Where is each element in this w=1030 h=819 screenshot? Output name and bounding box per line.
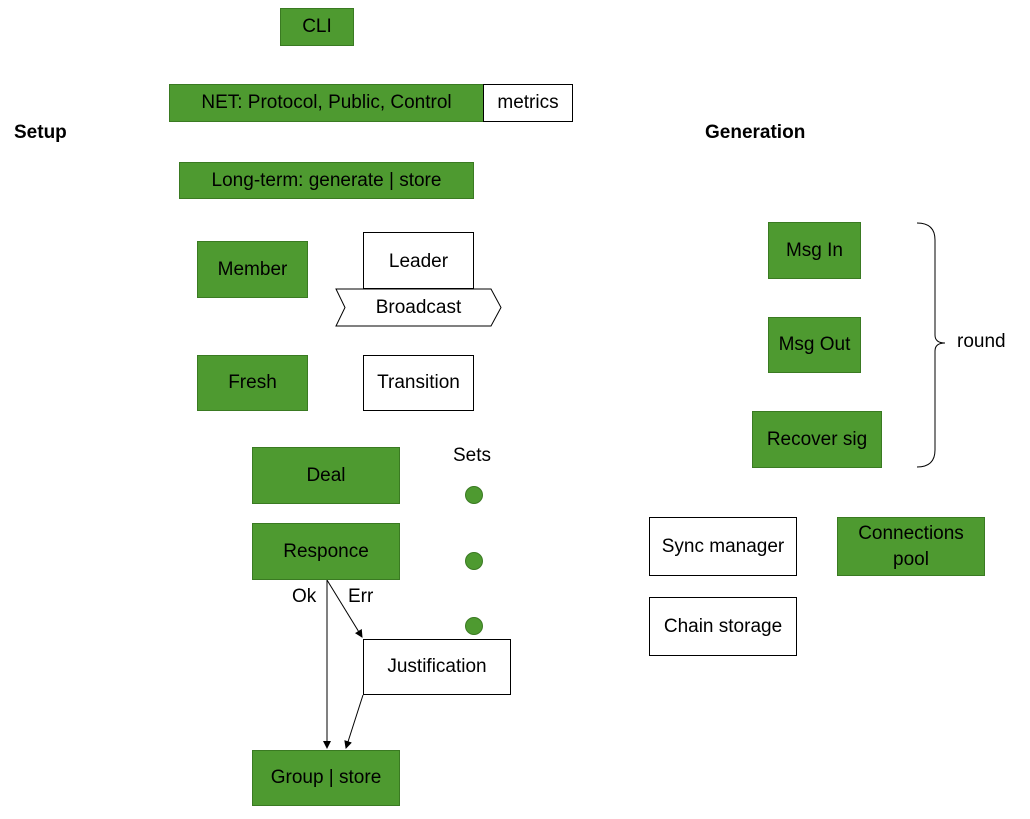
err-arrow: [326, 579, 363, 638]
msg-in-box: Msg In: [768, 222, 861, 279]
set-dot: [465, 552, 483, 570]
round-brace: [916, 222, 946, 468]
transition-box: Transition: [363, 355, 474, 411]
recover-sig-box: Recover sig: [752, 411, 882, 468]
msg-out-box: Msg Out: [768, 317, 861, 373]
cli-box: CLI: [280, 8, 354, 46]
ok-label: Ok: [292, 586, 317, 607]
metrics-box: metrics: [483, 84, 573, 122]
sync-manager-box: Sync manager: [649, 517, 797, 576]
round-label: round: [957, 331, 1006, 352]
justification-arrow: [344, 694, 364, 749]
leader-box: Leader: [363, 232, 474, 289]
set-dot: [465, 486, 483, 504]
err-label: Err: [348, 586, 374, 607]
member-box: Member: [197, 241, 308, 298]
chain-storage-box: Chain storage: [649, 597, 797, 656]
net-box: NET: Protocol, Public, Control: [169, 84, 484, 122]
justification-box: Justification: [363, 639, 511, 695]
deal-box: Deal: [252, 447, 400, 504]
group-store-box: Group | store: [252, 750, 400, 806]
sets-label: Sets: [453, 445, 492, 466]
long-term-box: Long-term: generate | store: [179, 162, 474, 199]
generation-heading: Generation: [705, 122, 806, 143]
connections-pool-box: Connections pool: [837, 517, 985, 576]
setup-heading: Setup: [14, 122, 67, 143]
responce-box: Responce: [252, 523, 400, 580]
broadcast-label: Broadcast: [375, 296, 462, 318]
broadcast-shape: [335, 288, 502, 327]
fresh-box: Fresh: [197, 355, 308, 411]
set-dot: [465, 617, 483, 635]
